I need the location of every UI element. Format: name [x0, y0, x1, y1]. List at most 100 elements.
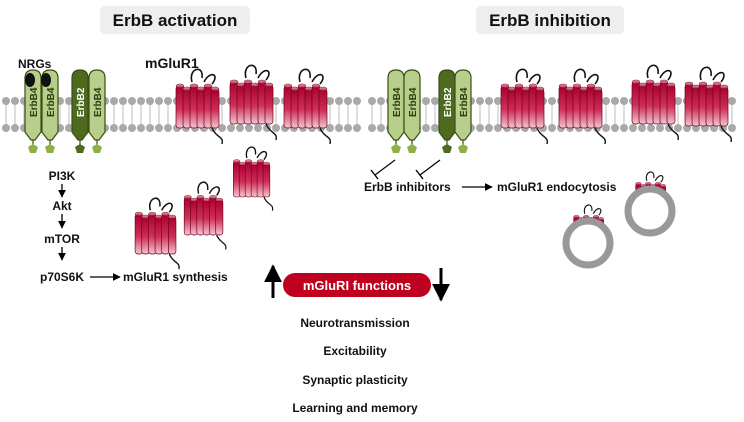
kinase-domain: [45, 144, 55, 153]
lipid-head: [146, 97, 154, 105]
lipid-head: [611, 97, 619, 105]
erbb4-receptor: ErbB4: [24, 69, 42, 153]
nrg-ligand: [41, 73, 51, 87]
inhibition-bar: [415, 169, 424, 180]
erbb2-receptor: ErbB2: [71, 69, 89, 153]
pathway-step: PI3K: [49, 169, 76, 183]
lipid-head: [335, 97, 343, 105]
erbb4-receptor: ErbB4: [454, 69, 472, 153]
inhibition-title-box: ErbB inhibition: [476, 6, 624, 34]
lipid-head: [218, 124, 226, 132]
pathway-step: mTOR: [44, 232, 80, 246]
lipid-head: [272, 124, 280, 132]
erbb-receptor-label: ErbB4: [46, 87, 57, 117]
mglur1-receptor: [500, 68, 549, 145]
kinase-domain: [407, 144, 417, 153]
synthesis-label: mGluR1 synthesis: [123, 270, 228, 284]
lipid-head: [377, 97, 385, 105]
lipid-head: [728, 97, 736, 105]
lipid-head: [344, 97, 352, 105]
erbb-receptor-label: ErbB4: [392, 87, 403, 117]
lipid-head: [245, 124, 253, 132]
erbb-receptor-label: ErbB4: [93, 87, 104, 117]
lipid-head: [119, 97, 127, 105]
lipid-head: [326, 124, 334, 132]
lipid-head: [377, 124, 385, 132]
mglur1-receptor: [233, 146, 274, 211]
mglur1-label: mGluR1: [145, 55, 199, 71]
lipid-head: [485, 97, 493, 105]
lipid-head: [656, 124, 664, 132]
kinase-domain: [75, 144, 85, 153]
lipid-head: [65, 97, 73, 105]
vesicle: [562, 217, 614, 269]
mglur1-receptor: [631, 64, 680, 141]
lipid-head: [128, 124, 136, 132]
mglur1-receptor: [134, 197, 180, 270]
kinase-domain: [458, 144, 468, 153]
nrg-ligand: [25, 73, 35, 87]
lipid-head: [335, 124, 343, 132]
inhibition-bar: [370, 169, 379, 180]
lipid-head: [431, 124, 439, 132]
lipid-head: [674, 97, 682, 105]
erbb-receptor-label: ErbB2: [76, 87, 87, 117]
function-item: Neurotransmission: [300, 316, 409, 330]
lipid-head: [476, 124, 484, 132]
functions-panel: mGluRI functions Neurotransmission Excit…: [264, 264, 450, 415]
lipid-head: [326, 97, 334, 105]
function-item: Synaptic plasticity: [302, 373, 408, 387]
lipid-head: [602, 97, 610, 105]
activation-erbb-receptors: ErbB4 ErbB4 ErbB2 ErbB4: [24, 69, 106, 153]
lipid-head: [548, 124, 556, 132]
lipid-head: [353, 97, 361, 105]
lipid-head: [137, 124, 145, 132]
lipid-head: [65, 124, 73, 132]
functions-badge-label: mGluRI functions: [303, 278, 411, 293]
lipid-head: [227, 124, 235, 132]
lipid-head: [353, 124, 361, 132]
endocytic-vesicles: [562, 185, 676, 269]
lipid-head: [494, 97, 502, 105]
lipid-head: [2, 124, 10, 132]
mglur1-receptor: [183, 181, 227, 250]
nrg-ligands: NRGs: [18, 57, 52, 87]
lipid-head: [494, 124, 502, 132]
lipid-head: [611, 124, 619, 132]
endocytosis-label: mGluR1 endocytosis: [497, 180, 617, 194]
lipid-head: [146, 124, 154, 132]
lipid-head: [620, 124, 628, 132]
kinase-domain: [391, 144, 401, 153]
erbb2-receptor: ErbB2: [438, 69, 456, 153]
lipid-head: [137, 97, 145, 105]
lipid-head: [602, 124, 610, 132]
lipid-head: [629, 124, 637, 132]
lipid-head: [164, 124, 172, 132]
lipid-head: [431, 97, 439, 105]
erbb-receptor-label: ErbB4: [459, 87, 470, 117]
pathway-step: p70S6K: [40, 270, 84, 284]
lipid-head: [638, 124, 646, 132]
erbb-receptor-label: ErbB4: [29, 87, 40, 117]
lipid-head: [368, 124, 376, 132]
erbb-receptor-label: ErbB4: [408, 87, 419, 117]
lipid-head: [422, 97, 430, 105]
mglur1-receptor: [175, 68, 224, 145]
kinase-domain: [442, 144, 452, 153]
lipid-head: [485, 124, 493, 132]
lipid-head: [422, 124, 430, 132]
lipid-head: [164, 97, 172, 105]
function-item: Excitability: [323, 344, 387, 358]
lipid-head: [128, 97, 136, 105]
inhibition-line: [419, 159, 441, 176]
lipid-head: [119, 124, 127, 132]
lipid-head: [665, 124, 673, 132]
mglur1-receptor: [229, 64, 278, 141]
lipid-head: [11, 124, 19, 132]
functions-badge: [283, 273, 431, 297]
lipid-head: [155, 97, 163, 105]
lipid-head: [476, 97, 484, 105]
kinase-domain: [92, 144, 102, 153]
lipid-head: [263, 124, 271, 132]
